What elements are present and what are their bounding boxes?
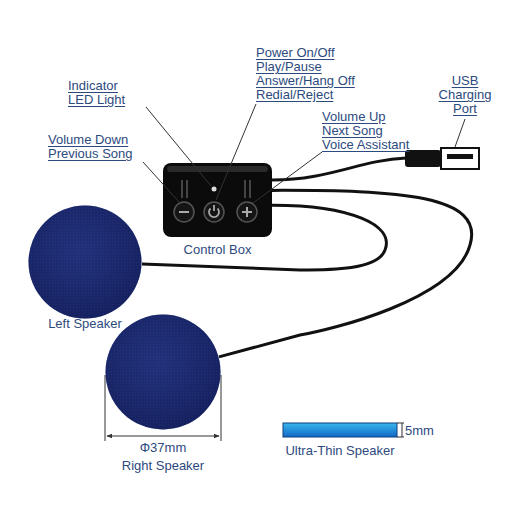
control-box-body <box>163 163 272 237</box>
indicator-callout: Indicator LED Light <box>68 79 168 107</box>
usb-plug-slot <box>447 154 473 159</box>
usb-cable <box>272 158 406 180</box>
volume-down-callout: Volume Down Previous Song <box>48 133 158 161</box>
indicator-led <box>212 187 217 192</box>
left-speaker: Left Speaker <box>28 205 142 319</box>
volume-up-callout: Volume Up Next Song Voice Assistant <box>322 110 432 152</box>
power-callout: Power On/Off Play/Pause Answer/Hang Off … <box>256 46 386 102</box>
right-speaker-label: Right Speaker <box>122 459 204 473</box>
speaker-disc <box>28 205 142 319</box>
speaker-disc <box>105 314 221 430</box>
thickness-dimension <box>397 423 404 437</box>
button-slits <box>182 180 250 198</box>
right-speaker: Right Speaker <box>105 314 221 430</box>
leader-lines <box>143 104 465 203</box>
speaker-type-label: Ultra-Thin Speaker <box>280 444 400 458</box>
left-speaker-label: Left Speaker <box>48 317 122 331</box>
thickness-label: 5mm <box>405 424 445 438</box>
speaker-cable <box>142 205 386 270</box>
usb-plug-metal <box>441 148 479 169</box>
speaker-cable <box>219 190 472 357</box>
ultra-thin-speaker-bar <box>283 423 397 437</box>
control-box-highlight <box>167 166 268 172</box>
usb-callout: USB Charging Port <box>432 74 498 116</box>
control-box: Control Box <box>163 163 272 237</box>
diameter-label: Φ37mm <box>113 441 213 455</box>
usb-plug-body <box>405 150 441 167</box>
buttons <box>174 202 257 222</box>
control-box-label: Control Box <box>184 243 252 257</box>
